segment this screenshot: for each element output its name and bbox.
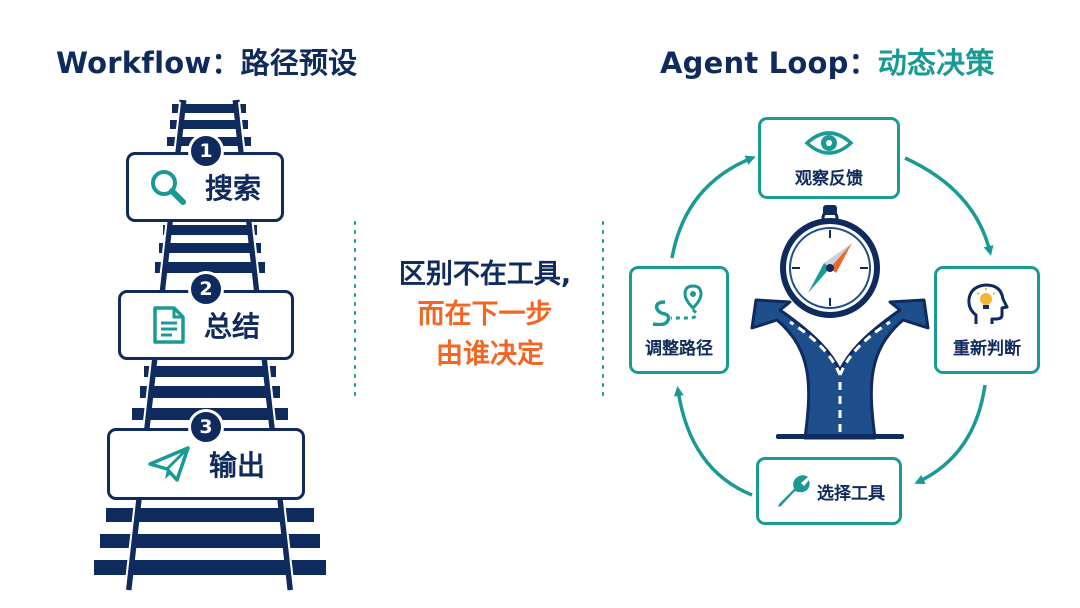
step-number-badge: 2 [188, 271, 224, 307]
search-icon [149, 168, 187, 206]
center-message-line3: 由谁决定 [436, 339, 544, 370]
head-lightbulb-icon [964, 282, 1010, 326]
agent-loop-title-separator: ： [848, 46, 878, 80]
document-icon [152, 305, 186, 345]
center-message: 区别不在工具, 而在下一步 由谁决定 [380, 255, 590, 375]
workflow-step-label: 搜索 [204, 172, 261, 205]
eye-icon [804, 128, 854, 158]
loop-node-select-tool: 选择工具 [756, 457, 902, 525]
compass-icon [780, 205, 880, 318]
loop-arrows [670, 155, 994, 497]
paper-plane-icon [147, 444, 191, 484]
loop-node-label: 选择工具 [817, 483, 885, 504]
loop-node-label: 重新判断 [953, 338, 1021, 359]
route-pin-icon [649, 282, 709, 326]
workflow-title-sub: 路径预设 [240, 46, 358, 80]
loop-node-rejudge: 重新判断 [934, 266, 1040, 374]
workflow-title-main: Workflow [56, 46, 212, 80]
wrench-icon [773, 472, 811, 510]
center-message-line1: 区别不在工具, [398, 259, 572, 290]
railway-ties [94, 104, 326, 575]
center-message-line2: 而在下一步 [417, 299, 553, 330]
agent-loop-title: Agent Loop：动态决策 [660, 40, 995, 80]
step-number-badge: 1 [188, 133, 224, 169]
workflow-title: Workflow：路径预设 [56, 40, 357, 80]
forked-road-icon [750, 298, 930, 440]
workflow-title-separator: ： [211, 46, 241, 80]
step-number-badge: 3 [188, 409, 224, 445]
agent-loop-title-main: Agent Loop [660, 46, 849, 80]
workflow-step-label: 输出 [208, 449, 265, 482]
loop-node-adjust-path: 调整路径 [629, 266, 729, 374]
loop-node-label: 调整路径 [645, 338, 713, 359]
workflow-step-label: 总结 [203, 310, 260, 343]
agent-loop-title-sub: 动态决策 [877, 46, 995, 80]
loop-node-observe-feedback: 观察反馈 [758, 117, 900, 199]
loop-node-label: 观察反馈 [795, 168, 863, 189]
